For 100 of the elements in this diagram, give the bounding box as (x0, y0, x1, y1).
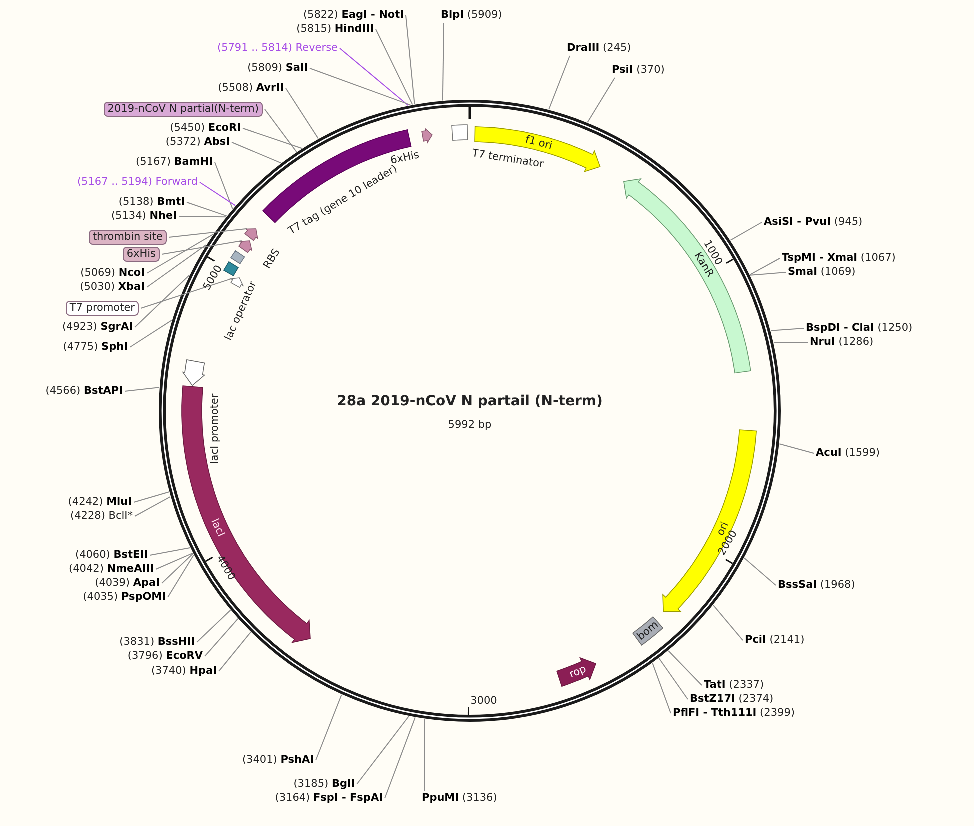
leader-line (214, 162, 234, 210)
enzyme-site-label: (4228) BclI* (70, 510, 133, 523)
enzyme-site-label: (4242) MluI (68, 496, 132, 509)
feature-block (556, 657, 598, 688)
enzyme-site-label: (5138) BmtI (118, 196, 185, 209)
enzyme-site-label: (4923) SgrAI (62, 321, 133, 334)
leader-line (384, 717, 416, 799)
leader-line (406, 15, 416, 105)
leader-line (218, 632, 252, 672)
leader-line (146, 244, 207, 288)
enzyme-site-label: AcuI (1599) (816, 447, 880, 460)
leader-line (146, 234, 214, 274)
enzyme-site-label: (5134) NheI (111, 210, 177, 223)
feature-block (238, 240, 254, 254)
leader-line (773, 342, 808, 343)
leader-line (124, 387, 160, 392)
map-title: 28a 2019-nCoV N partail (N-term) (337, 394, 603, 410)
feature-label: 6xHis (122, 247, 160, 262)
enzyme-site-label: (3831) BssHII (120, 636, 195, 649)
feature-name: bom (635, 618, 661, 643)
enzyme-site-label: (3185) BglI (294, 778, 355, 791)
enzyme-site-label: (5069) NcoI (80, 267, 145, 280)
enzyme-site-label: (4566) BstAPI (46, 385, 123, 398)
leader-line (204, 618, 239, 657)
scale-label: 4000 (214, 553, 238, 582)
enzyme-site-label: (5822) EagI - NotI (303, 9, 404, 22)
leader-line (264, 109, 298, 153)
enzyme-site-label: (5815) HindIII (296, 23, 374, 36)
enzyme-site-label: (4035) PspOMI (83, 591, 166, 604)
feature-block (222, 261, 240, 277)
leader-line (356, 716, 410, 785)
enzyme-site-label: BlpI (5909) (441, 9, 502, 22)
enzyme-site-label: BspDI - ClaI (1250) (806, 322, 913, 335)
leader-line (658, 658, 688, 700)
leader-line (668, 650, 702, 686)
enzyme-site-label: (5372) AbsI (166, 136, 230, 149)
leader-line (744, 558, 776, 586)
leader-line (162, 553, 194, 584)
enzyme-site-label: SmaI (1069) (788, 266, 856, 279)
primer-label: (5167 .. 5194) Forward (77, 176, 198, 189)
leader-line (587, 78, 616, 124)
leader-line (310, 68, 412, 106)
feature-name: rop (568, 664, 589, 682)
enzyme-site-label: (4060) BstEII (75, 549, 148, 562)
sequence-length: 5992 bp (448, 419, 492, 431)
leader-line (286, 88, 319, 140)
enzyme-site-label: (3740) HpaI (151, 665, 217, 678)
feature-block (662, 428, 758, 613)
leader-line (134, 274, 190, 328)
feature-name: lacI (208, 518, 228, 540)
leader-line (779, 444, 814, 454)
leader-line (442, 22, 444, 102)
enzyme-site-label: (3796) EcoRV (128, 650, 203, 663)
feature-block (450, 124, 468, 142)
leader-line (186, 202, 228, 217)
feature-block (230, 250, 246, 265)
feature-block (182, 358, 206, 387)
enzyme-site-label: PpuMI (3136) (422, 792, 498, 805)
enzyme-site-label: TatI (2337) (704, 679, 764, 692)
feature-block (623, 178, 752, 375)
leader-line (242, 128, 303, 150)
leader-line (652, 662, 672, 714)
leader-line (150, 548, 191, 556)
leader-line (316, 694, 342, 761)
leader-line (168, 554, 194, 598)
enzyme-site-label: (3401) PshAI (242, 754, 314, 767)
leader-line (130, 320, 172, 348)
feature-label: thrombin site (88, 230, 167, 245)
enzyme-site-label: (5030) XbaI (80, 281, 145, 294)
leader-line (750, 258, 780, 276)
enzyme-site-label: PciI (2141) (745, 634, 805, 647)
enzyme-site-label: (5450) EcoRI (170, 122, 241, 135)
leader-line (134, 492, 170, 503)
enzyme-site-label: PsiI (370) (612, 64, 665, 77)
feature-label: T7 promoter (66, 301, 139, 316)
enzyme-site-label: (5809) SalI (248, 62, 308, 75)
leader-line (770, 328, 804, 332)
feature-block (244, 228, 259, 242)
leader-line (200, 182, 236, 206)
enzyme-site-label: (4042) NmeAIII (69, 563, 154, 576)
leader-line (196, 610, 232, 643)
leader-line (424, 718, 426, 792)
enzyme-site-label: (4039) ApaI (95, 577, 160, 590)
leader-line (162, 240, 242, 255)
leader-line (548, 56, 570, 110)
enzyme-site-label: AsiSI - PvuI (945) (764, 216, 863, 229)
leader-line (376, 29, 414, 106)
enzyme-site-label: NruI (1286) (810, 336, 874, 349)
leader-line (156, 552, 194, 570)
leader-line (178, 216, 227, 218)
enzyme-site-label: TspMI - XmaI (1067) (782, 252, 896, 265)
feature-block (420, 128, 434, 144)
leader-line (750, 272, 786, 276)
primer-label: (5791 .. 5814) Reverse (217, 42, 338, 55)
leader-line (140, 278, 233, 309)
enzyme-site-label: (4775) SphI (63, 341, 128, 354)
leader-line (134, 496, 172, 517)
enzyme-site-label: DraIII (245) (567, 42, 632, 55)
leader-line (712, 604, 744, 641)
leader-line (730, 222, 762, 241)
